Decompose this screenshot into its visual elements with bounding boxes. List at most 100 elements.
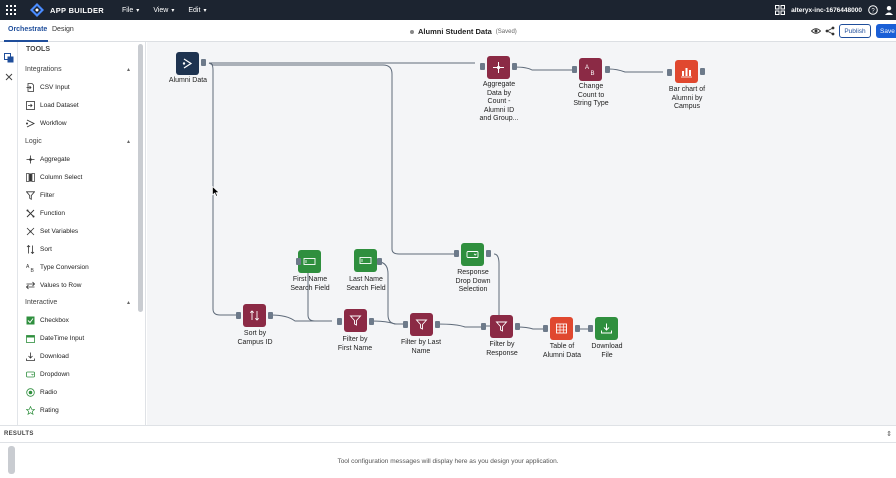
node-table-alumni[interactable] <box>550 317 573 340</box>
node-input-port[interactable] <box>480 63 485 70</box>
star-icon <box>26 406 35 415</box>
collapse-results-icon[interactable]: ⇕ <box>886 431 892 438</box>
download-icon <box>26 352 35 361</box>
node-output-port[interactable] <box>268 312 273 319</box>
document-name[interactable]: Alumni Student Data <box>418 27 492 36</box>
menu-file[interactable]: File▾ <box>122 6 140 14</box>
node-filter-response[interactable] <box>490 315 513 338</box>
tool-workflow[interactable]: Workflow <box>26 119 67 128</box>
node-aggregate[interactable] <box>487 56 510 79</box>
menu-view[interactable]: View▾ <box>153 6 175 14</box>
save-button[interactable]: Save <box>876 24 896 38</box>
node-input-port[interactable] <box>454 250 459 257</box>
menu-edit[interactable]: Edit▾ <box>188 6 207 14</box>
tool-datetime-input[interactable]: DateTime Input <box>26 334 84 343</box>
status-dot-icon <box>410 29 414 34</box>
results-message: Tool configuration messages will display… <box>337 458 559 465</box>
node-output-port[interactable] <box>201 59 206 66</box>
node-input-port[interactable] <box>588 325 593 332</box>
node-output-port[interactable] <box>700 68 705 75</box>
node-alumni-data[interactable] <box>176 52 199 75</box>
node-filter-last-name[interactable] <box>410 313 433 336</box>
chevron-down-icon: ▾ <box>171 7 175 14</box>
node-output-port[interactable] <box>512 63 517 70</box>
chevron-down-icon: ▾ <box>136 7 140 14</box>
results-panel: Tool configuration messages will display… <box>0 443 896 478</box>
node-filter-first-name[interactable] <box>344 309 367 332</box>
node-output-port[interactable] <box>369 318 374 325</box>
node-input-port[interactable] <box>543 325 548 332</box>
publish-button[interactable]: Publish <box>839 24 871 38</box>
results-header: RESULTS ⇕ <box>0 425 896 443</box>
tool-csv-input[interactable]: CSV Input <box>26 83 70 92</box>
radio-icon <box>26 388 35 397</box>
variables-icon[interactable] <box>4 72 14 82</box>
download-icon <box>601 323 612 334</box>
node-input-port[interactable] <box>337 318 342 325</box>
section-interactive[interactable]: Interactive▴ <box>25 299 130 306</box>
chevron-up-icon: ▴ <box>126 139 130 145</box>
tool-rating[interactable]: Rating <box>26 406 59 415</box>
sort-icon <box>249 310 260 321</box>
node-response-dropdown[interactable] <box>461 243 484 266</box>
tool-checkbox[interactable]: Checkbox <box>26 316 69 325</box>
node-sort[interactable] <box>243 304 266 327</box>
node-download-file[interactable] <box>595 317 618 340</box>
svg-text:B: B <box>31 268 35 272</box>
node-output-port[interactable] <box>296 258 301 265</box>
tool-values-to-row[interactable]: Values to Row <box>26 281 81 290</box>
node-first-name-search[interactable] <box>298 250 321 273</box>
node-output-port[interactable] <box>605 66 610 73</box>
tool-radio[interactable]: Radio <box>26 388 57 397</box>
node-output-port[interactable] <box>486 250 491 257</box>
tools-scrollbar[interactable] <box>138 44 143 312</box>
workflow-icon <box>26 119 35 128</box>
results-scrollbar[interactable] <box>8 446 15 474</box>
node-output-port[interactable] <box>377 258 382 265</box>
calendar-icon <box>26 335 35 343</box>
node-input-port[interactable] <box>667 69 672 76</box>
tab-design[interactable]: Design <box>52 26 74 33</box>
tool-column-select[interactable]: Column Select <box>26 173 82 182</box>
text-input-icon <box>359 257 372 264</box>
organization-name[interactable]: alteryx-inc-1676448000 <box>791 6 862 14</box>
share-icon[interactable] <box>825 26 835 36</box>
app-grid-icon[interactable] <box>0 0 22 20</box>
tab-orchestrate[interactable]: Orchestrate <box>8 26 48 33</box>
tool-function[interactable]: Function <box>26 209 65 218</box>
node-output-port[interactable] <box>575 325 580 332</box>
node-last-name-search[interactable] <box>354 249 377 272</box>
sort-icon <box>26 245 35 254</box>
tool-set-variables[interactable]: Set Variables <box>26 227 78 236</box>
node-output-port[interactable] <box>515 323 520 330</box>
preview-eye-icon[interactable] <box>811 26 821 36</box>
tools-panel-icon[interactable] <box>4 53 14 63</box>
values-to-row-icon <box>26 281 35 290</box>
function-icon <box>26 209 35 218</box>
section-logic[interactable]: Logic▴ <box>25 138 130 145</box>
tool-dropdown[interactable]: Dropdown <box>26 370 70 379</box>
help-icon[interactable]: ? <box>868 5 878 15</box>
organization-icon <box>775 5 786 15</box>
node-input-port[interactable] <box>236 312 241 319</box>
node-bar-chart[interactable] <box>675 60 698 83</box>
node-input-port[interactable] <box>403 321 408 328</box>
section-integrations[interactable]: Integrations▴ <box>25 66 130 73</box>
node-output-port[interactable] <box>435 321 440 328</box>
tool-filter[interactable]: Filter <box>26 191 54 200</box>
tool-load-dataset[interactable]: Load Dataset <box>26 101 79 110</box>
node-input-port[interactable] <box>572 66 577 73</box>
tool-aggregate[interactable]: Aggregate <box>26 155 70 164</box>
tool-sort[interactable]: Sort <box>26 245 52 254</box>
save-status: (Saved) <box>495 28 517 35</box>
user-avatar-icon[interactable] <box>884 5 894 15</box>
node-input-port[interactable] <box>481 323 486 330</box>
tool-download[interactable]: Download <box>26 352 69 361</box>
